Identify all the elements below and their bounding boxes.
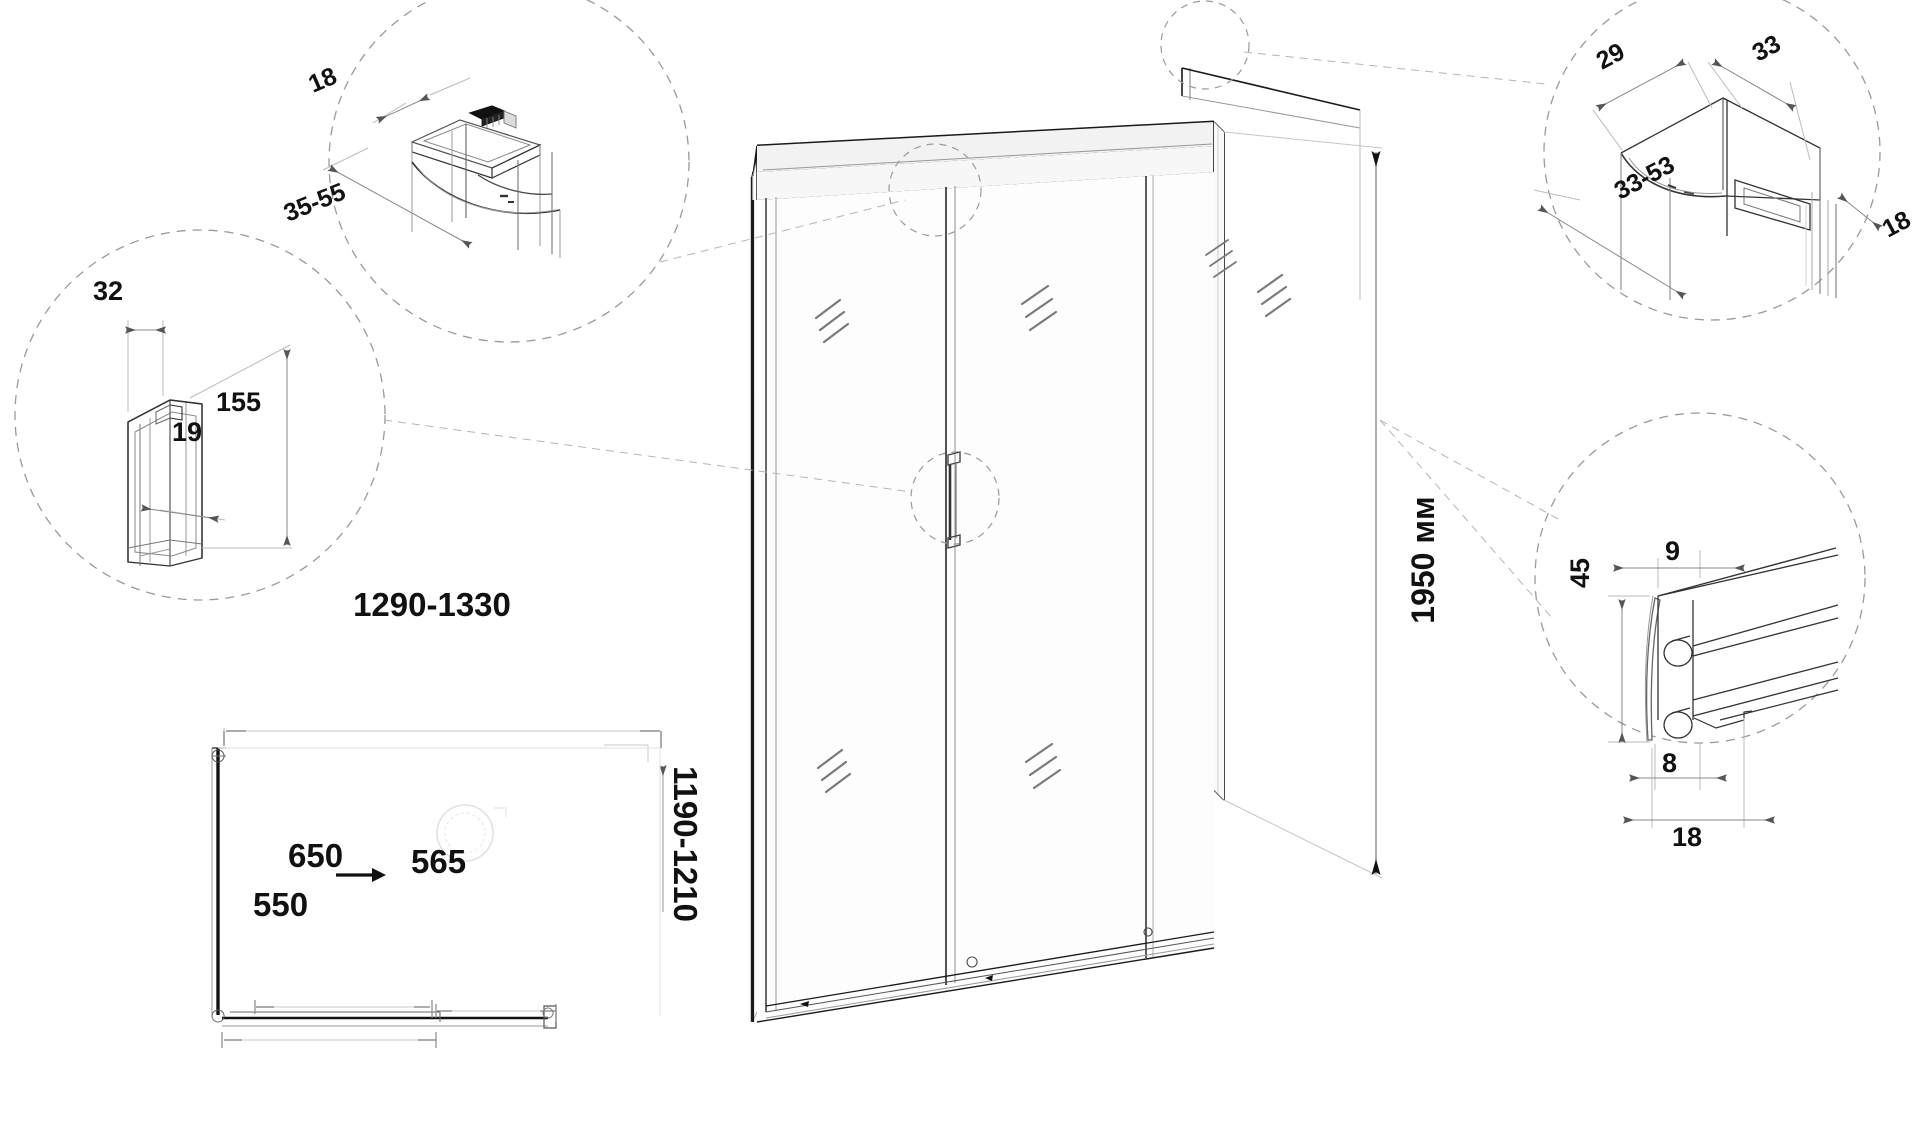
dim-19: 19 bbox=[172, 417, 202, 447]
dim-plan-650: 650 bbox=[288, 837, 343, 874]
dim-18-profile: 18 bbox=[1672, 822, 1702, 852]
detail-handle: 32 19 155 bbox=[14, 229, 1000, 601]
dim-45: 45 bbox=[1565, 558, 1595, 588]
dim-8: 8 bbox=[1662, 748, 1677, 778]
dim-plan-565: 565 bbox=[411, 843, 466, 880]
back-right-panel bbox=[1181, 67, 1361, 300]
right-jamb-profile bbox=[1213, 121, 1225, 801]
door-slide-direction-arrow bbox=[336, 868, 386, 882]
left-front-jamb bbox=[751, 197, 777, 1022]
door-handle-on-main-view bbox=[947, 451, 961, 549]
dim-155: 155 bbox=[216, 387, 261, 417]
main-enclosure-view bbox=[750, 67, 1361, 1023]
dim-plan-width: 1290-1330 bbox=[353, 586, 511, 623]
bottom-rail bbox=[765, 927, 1215, 1019]
dim-plan-550: 550 bbox=[253, 886, 308, 923]
dim-plan-depth: 1190-1210 bbox=[667, 766, 704, 922]
dim-9: 9 bbox=[1665, 536, 1680, 566]
detail-bottom-profile: 9 45 8 18 bbox=[1379, 412, 1866, 852]
dim-32: 32 bbox=[93, 276, 123, 306]
plan-view: 1290-1330 1190-1210 bbox=[211, 586, 704, 1048]
glass-highlight-marks bbox=[814, 239, 1292, 794]
front-glass-panels bbox=[756, 172, 1215, 1023]
overall-height-dimension: 1950 мм bbox=[1223, 131, 1441, 879]
dim-overall-height: 1950 мм bbox=[1405, 496, 1441, 623]
